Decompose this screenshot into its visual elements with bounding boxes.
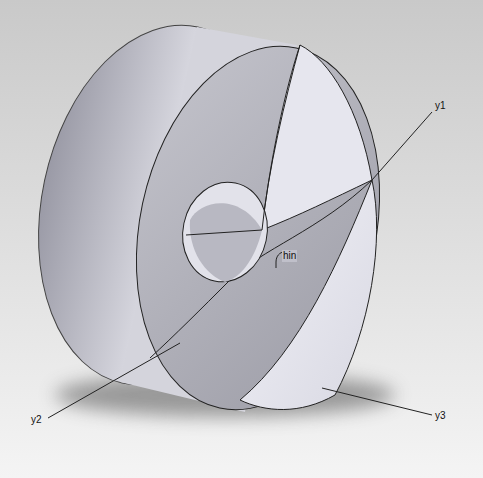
bore [174, 174, 277, 289]
front-face [104, 23, 411, 432]
surface-label: y2 [30, 414, 43, 426]
bore-inner [190, 203, 262, 282]
bore-edge [186, 230, 262, 235]
surface-label: y1 [434, 100, 447, 112]
surface-label: y3 [434, 410, 447, 422]
cam-edge [262, 45, 300, 230]
angle-label: hin [282, 250, 297, 262]
cam-surface [262, 45, 372, 230]
angle-mark [276, 262, 277, 268]
leader-line [372, 112, 432, 180]
leader-line [48, 343, 180, 418]
leader-line [322, 388, 432, 415]
